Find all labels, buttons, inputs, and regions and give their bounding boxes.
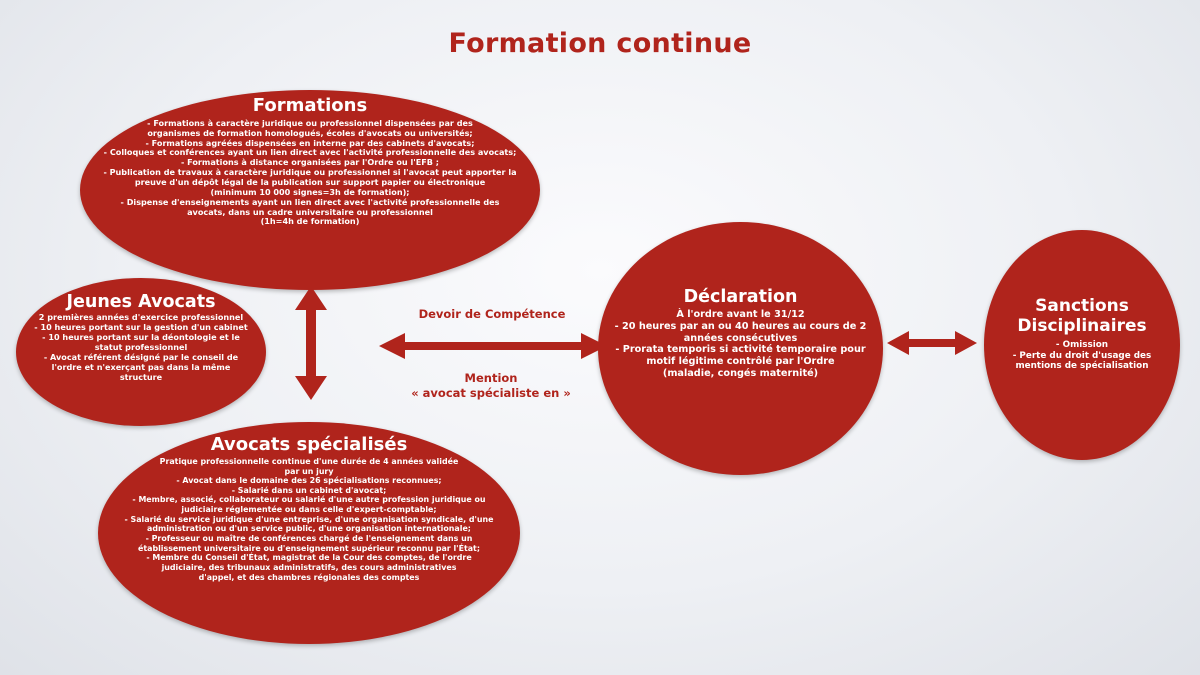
horizontal-double-arrow-devoir: [379, 333, 607, 359]
formations-line: (minimum 10 000 signes=3h de formation);: [210, 186, 410, 197]
formations-node: Formations - Formations à caractère juri…: [80, 90, 540, 290]
declaration-text: À l'ordre avant le 31/12 - 20 heures par…: [615, 309, 867, 379]
jeunes-avocats-line: - 10 heures portant sur la déontologie e…: [42, 332, 240, 343]
avocats-specialises-line: - Salarié du service juridique d'une ent…: [124, 514, 494, 524]
avocats-specialises-line: Pratique professionnelle continue d'une …: [159, 456, 459, 466]
avocats-specialises-line: - Avocat dans le domaine des 26 spéciali…: [176, 476, 442, 486]
avocats-specialises-line: établissement universitaire ou d'enseign…: [138, 543, 480, 553]
mention-label-line: « avocat spécialiste en »: [411, 385, 571, 400]
jeunes-avocats-line: statut professionnel: [94, 341, 188, 352]
declaration-line: (maladie, congés maternité): [662, 367, 819, 379]
declaration-line: À l'ordre avant le 31/12: [676, 309, 805, 321]
devoir-competence-label: Devoir de Compétence: [418, 307, 566, 321]
avocats-specialises-text: Pratique professionnelle continue d'une …: [125, 457, 494, 582]
formations-line: - Formations à distance organisées par l…: [180, 157, 440, 168]
declaration-node: Déclaration À l'ordre avant le 31/12 - 2…: [598, 222, 883, 475]
declaration-line: - Prorata temporis si activité temporair…: [615, 344, 866, 356]
formations-line: preuve d'un dépôt légal de la publicatio…: [134, 177, 486, 188]
formations-line: - Publication de travaux à caractère jur…: [103, 167, 517, 178]
formations-line: avocats, dans un cadre universitaire ou …: [187, 206, 433, 217]
jeunes-avocats-line: l'ordre et n'exerçant pas dans la même: [51, 361, 231, 372]
diagram-title: Formation continue: [448, 28, 752, 59]
avocats-specialises-line: - Professeur ou maître de conférences ch…: [145, 534, 473, 544]
declaration-line: années consécutives: [683, 332, 798, 344]
mention-label-line: Mention: [464, 371, 518, 385]
jeunes-avocats-line: structure: [119, 371, 163, 382]
sanctions-line: mentions de spécialisation: [1015, 361, 1149, 372]
sanctions-text: - Omission - Perte du droit d'usage des …: [1013, 340, 1152, 372]
sanctions-title-line: Disciplinaires: [1017, 316, 1147, 337]
formations-line: - Dispense d'enseignements ayant un lien…: [120, 196, 500, 207]
avocats-specialises-line: par un jury: [284, 466, 334, 476]
sanctions-node: Sanctions Disciplinaires - Omission - Pe…: [984, 230, 1180, 460]
avocats-specialises-title: Avocats spécialisés: [210, 434, 408, 455]
formations-line: - Colloques et conférences ayant un lien…: [103, 147, 517, 158]
avocats-specialises-line: d'appel, et des chambres régionales des …: [198, 572, 420, 582]
jeunes-avocats-line: - Avocat référent désigné par le conseil…: [43, 351, 239, 362]
sanctions-line: - Perte du droit d'usage des: [1012, 350, 1152, 361]
jeunes-avocats-node: Jeunes Avocats 2 premières années d'exer…: [16, 278, 266, 426]
vertical-double-arrow: [295, 286, 327, 400]
avocats-specialises-line: - Salarié dans un cabinet d'avocat;: [231, 485, 387, 495]
avocats-specialises-line: judiciaire, des tribunaux administratifs…: [161, 562, 457, 572]
jeunes-avocats-line: 2 premières années d'exercice profession…: [38, 312, 244, 323]
declaration-line: - 20 heures par an ou 40 heures au cours…: [614, 321, 867, 333]
formations-line: - Formations à caractère juridique ou pr…: [147, 117, 473, 128]
formations-line: - Formations agréées dispensées en inter…: [145, 137, 475, 148]
avocats-specialises-node: Avocats spécialisés Pratique professionn…: [98, 422, 520, 644]
avocats-specialises-line: judiciaire réglementée ou dans celle d'e…: [181, 505, 437, 515]
mention-label: Mention « avocat spécialiste en »: [395, 371, 587, 401]
sanctions-title-line: Sanctions: [1035, 296, 1129, 316]
avocats-specialises-line: - Membre, associé, collaborateur ou sala…: [132, 495, 486, 505]
jeunes-avocats-line: - 10 heures portant sur la gestion d'un …: [34, 322, 248, 333]
jeunes-avocats-text: 2 premières années d'exercice profession…: [34, 313, 247, 382]
avocats-specialises-line: administration ou d'un service public, d…: [147, 524, 471, 534]
sanctions-line: - Omission: [1055, 339, 1109, 350]
formations-line: organismes de formation homologués, écol…: [147, 127, 473, 138]
formations-line: (1h=4h de formation): [260, 216, 360, 227]
jeunes-avocats-title: Jeunes Avocats: [66, 292, 216, 312]
avocats-specialises-line: - Membre du Conseil d'État, magistrat de…: [146, 553, 472, 563]
formations-title: Formations: [252, 95, 368, 116]
formations-text: - Formations à caractère juridique ou pr…: [103, 117, 517, 227]
sanctions-title: Sanctions Disciplinaires: [1017, 296, 1146, 337]
horizontal-double-arrow-sanctions: [887, 331, 977, 355]
declaration-line: motif légitime contrôlé par l'Ordre: [646, 355, 835, 367]
declaration-title: Déclaration: [683, 287, 798, 307]
